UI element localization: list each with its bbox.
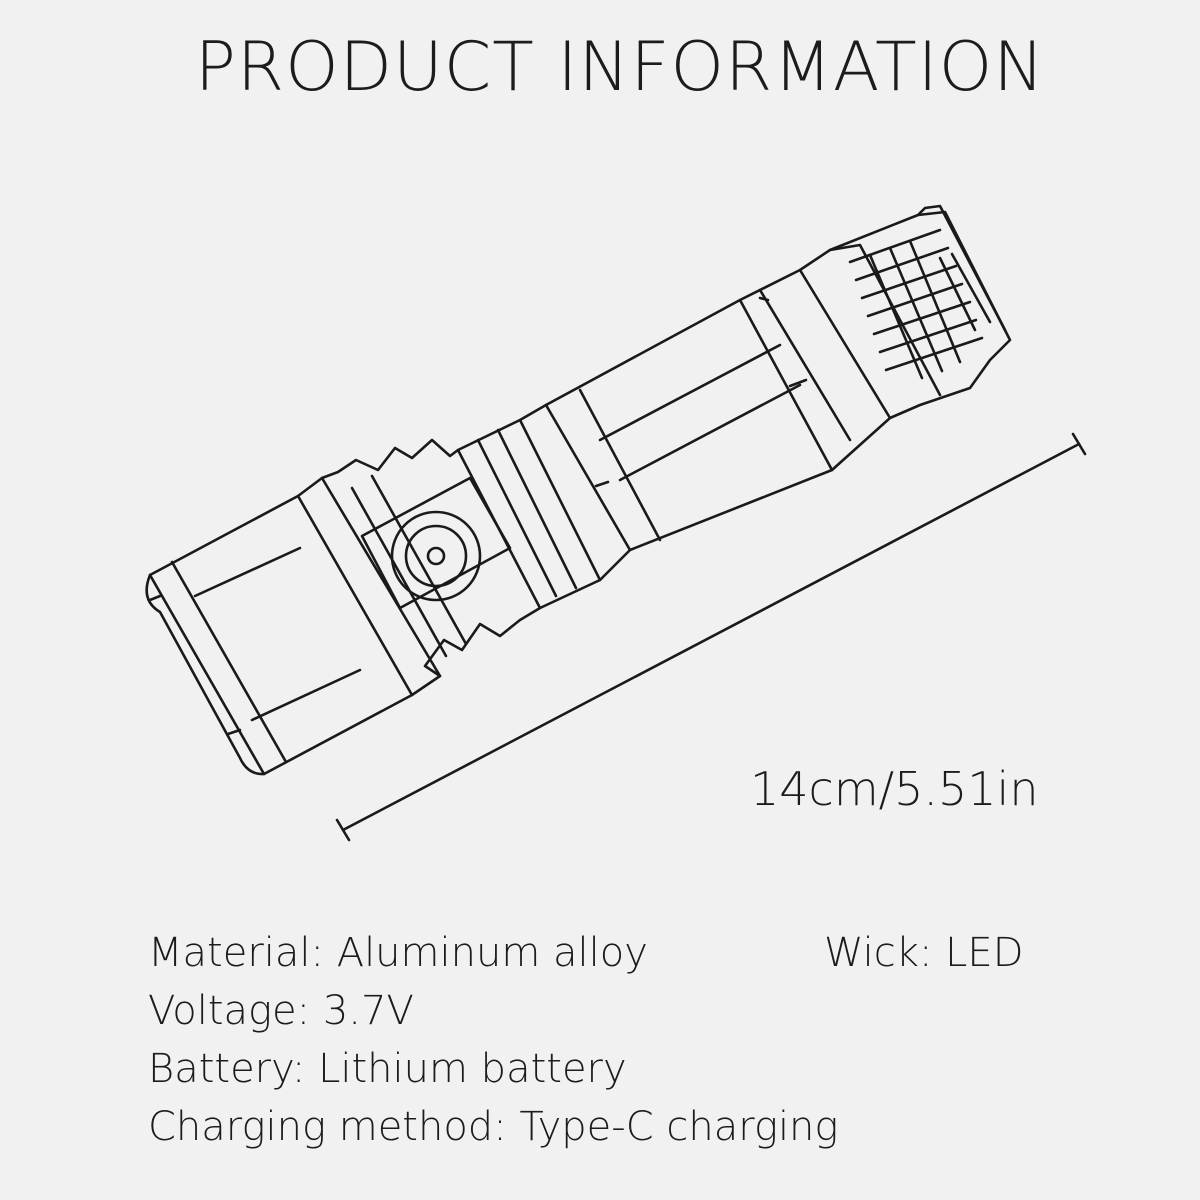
page-title: PRODUCT INFORMATION <box>194 28 1046 107</box>
spec-value: Lithium battery <box>318 1046 627 1092</box>
spec-label: Charging method: <box>148 1104 507 1150</box>
spec-value: Aluminum alloy <box>336 930 648 976</box>
spec-label: Voltage: <box>148 988 311 1034</box>
spec-voltage: Voltage: 3.7V <box>148 988 414 1034</box>
spec-wick: Wick: LED <box>824 930 1024 976</box>
spec-material: Material: Aluminum alloy <box>148 930 648 976</box>
spec-value: LED <box>945 930 1024 976</box>
flashlight-body <box>145 204 1012 776</box>
length-label: 14cm/5.51in <box>750 762 1039 816</box>
spec-value: Type-C charging <box>519 1104 839 1150</box>
spec-value: 3.7V <box>322 988 414 1034</box>
spec-label: Material: <box>148 930 324 976</box>
spec-battery: Battery: Lithium battery <box>148 1046 627 1092</box>
spec-charging: Charging method: Type-C charging <box>148 1104 838 1150</box>
spec-label: Battery: <box>148 1046 306 1092</box>
spec-label: Wick: <box>824 930 933 976</box>
dimension-line <box>335 432 1087 842</box>
